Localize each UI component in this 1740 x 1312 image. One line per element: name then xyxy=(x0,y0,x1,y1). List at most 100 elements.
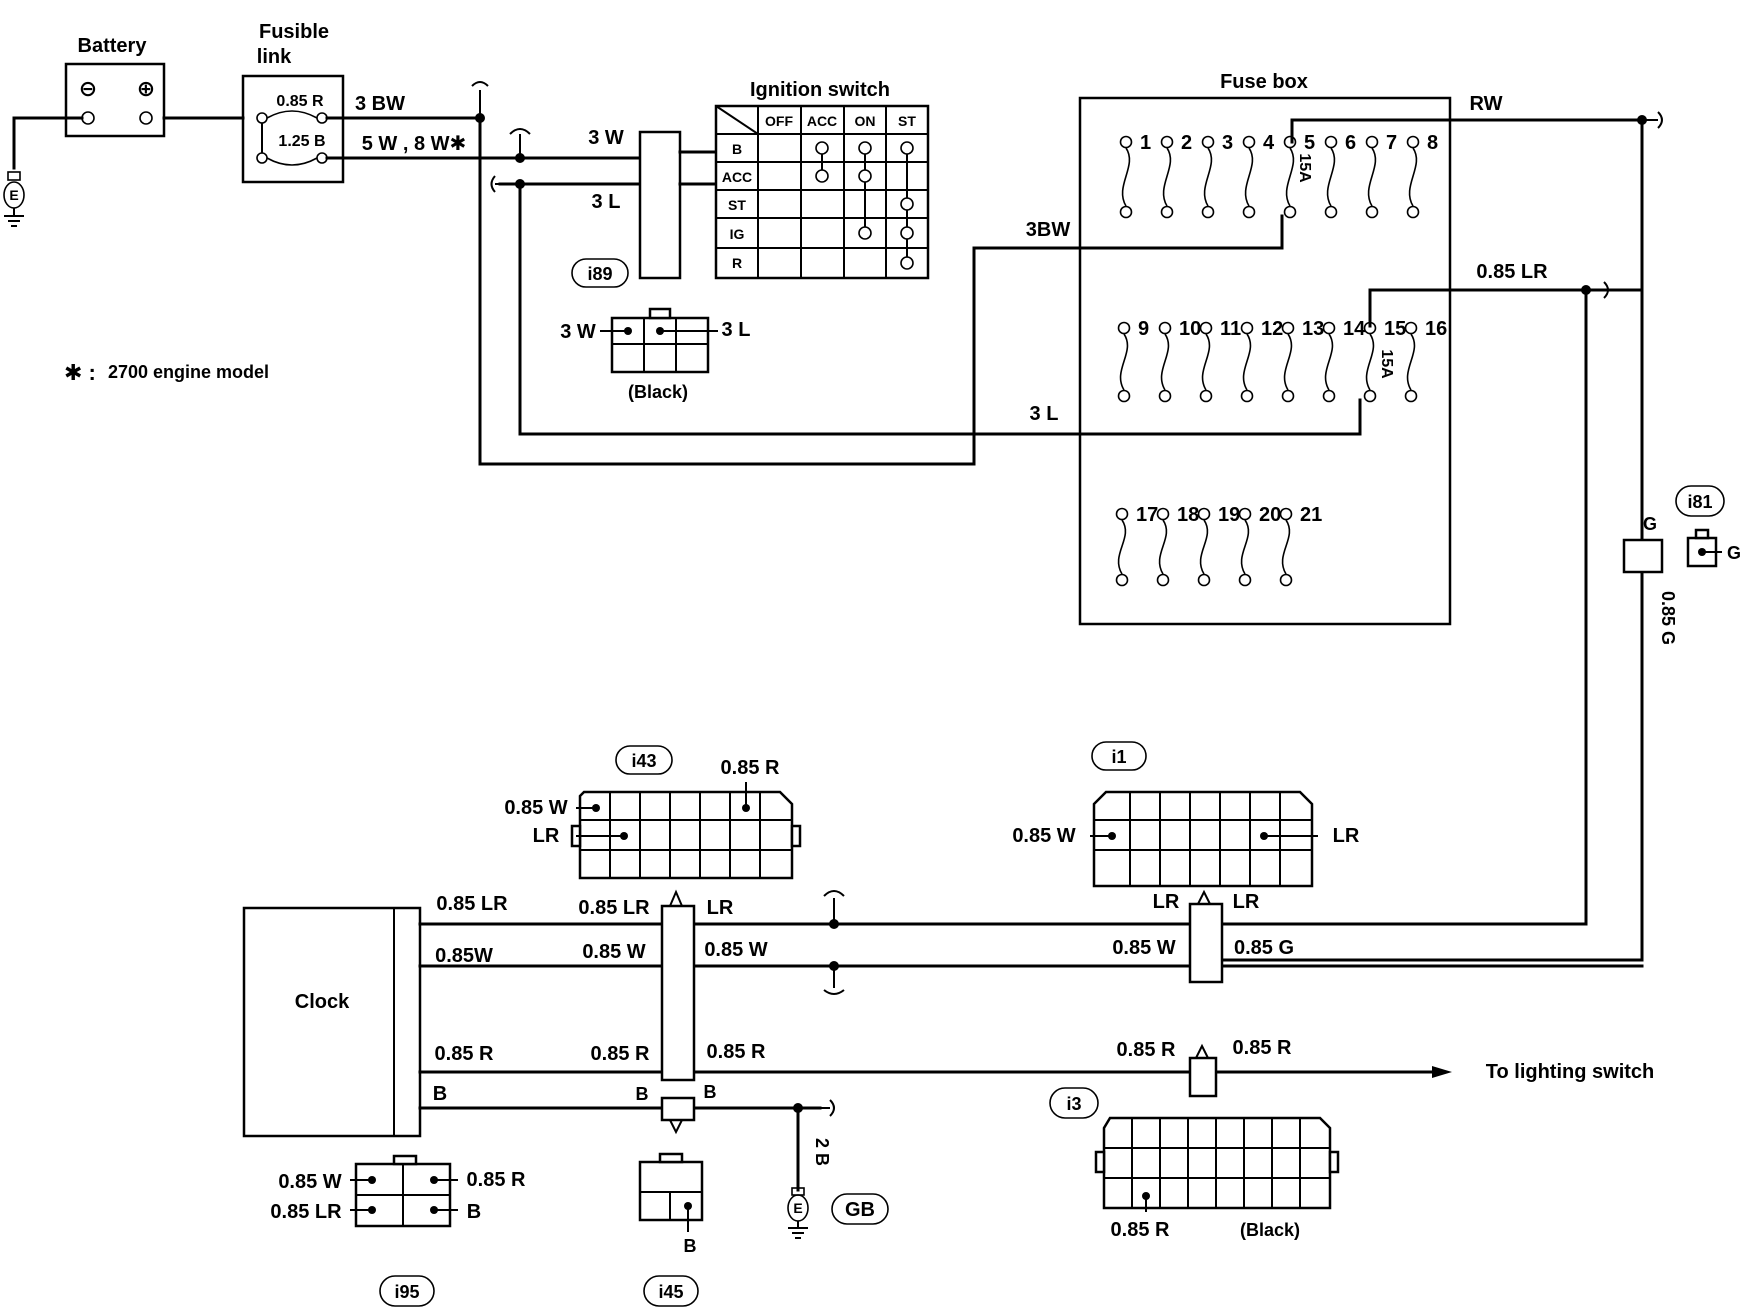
connector-i43-id: i43 xyxy=(631,751,656,771)
to-lighting-switch: To lighting switch xyxy=(1486,1061,1655,1083)
harness-b-b: B xyxy=(704,1082,717,1102)
fuse-17-label: 17 xyxy=(1136,504,1158,526)
ign-row-r: R xyxy=(732,255,742,271)
note-symbol: ✱ : xyxy=(64,360,96,385)
harness-lr-a: 0.85 LR xyxy=(578,897,650,919)
fuse-17: 17 xyxy=(1115,504,1158,587)
ign-row-st: ST xyxy=(728,197,746,213)
fuse-2: 2 xyxy=(1160,132,1192,219)
harness-w-b: 0.85 W xyxy=(704,939,767,961)
fuse-8-label: 8 xyxy=(1427,132,1438,154)
battery-ground: E xyxy=(3,116,84,227)
connector-i1-right: LR xyxy=(1333,825,1360,847)
fuse-10-label: 10 xyxy=(1179,318,1201,340)
connector-i1-left: 0.85 W xyxy=(1012,825,1075,847)
connector-i43-top: 0.85 R xyxy=(721,757,780,779)
battery-minus-icon: ⊖ xyxy=(79,76,97,101)
connector-i81-pin: G xyxy=(1727,543,1740,563)
harness-lr-c: LR xyxy=(1153,891,1180,913)
fuse-14-label: 14 xyxy=(1343,318,1366,340)
connector-i45-pin: B xyxy=(684,1236,697,1256)
fuse-19: 19 xyxy=(1197,504,1240,587)
fuse-15-label: 15 xyxy=(1384,318,1406,340)
fuse-13: 13 xyxy=(1281,318,1324,403)
fuse-20-label: 20 xyxy=(1259,504,1281,526)
clock-pin-b: B xyxy=(433,1083,447,1105)
ign-col-st: ST xyxy=(898,113,916,129)
harness-w-a: 0.85 W xyxy=(582,941,645,963)
fuse-10: 10 xyxy=(1158,318,1201,403)
harness-r-d: 0.85 R xyxy=(1233,1037,1292,1059)
fuse-6: 6 xyxy=(1324,132,1356,219)
fuse-7: 7 xyxy=(1365,132,1397,219)
connector-i95: 0.85 W 0.85 R 0.85 LR B i95 xyxy=(270,1154,526,1307)
connector-i1-id: i1 xyxy=(1111,747,1126,767)
wire-label-5w8w: 5 W , 8 W✱ xyxy=(362,133,467,155)
harness-r-b: 0.85 R xyxy=(707,1041,766,1063)
wire-label-3w: 3 W xyxy=(588,127,624,149)
connector-i81-id: i81 xyxy=(1687,492,1712,512)
wire-label-085g: 0.85 G xyxy=(1658,591,1678,645)
ign-col-acc: ACC xyxy=(807,113,837,129)
fuse-16-label: 16 xyxy=(1425,318,1447,340)
ignition-switch-title: Ignition switch xyxy=(750,79,890,101)
fuse-18-label: 18 xyxy=(1177,504,1199,526)
connector-i95-id: i95 xyxy=(394,1282,419,1302)
battery-title: Battery xyxy=(78,35,148,57)
connector-i89-id: i89 xyxy=(587,264,612,284)
clock: Clock 0.85 LR 0.85W 0.85 R B xyxy=(242,893,508,1138)
fusible-link-title-2: link xyxy=(257,46,292,68)
ground-wire-label: 2 B xyxy=(812,1138,832,1166)
fuse-5-label: 5 xyxy=(1304,132,1315,154)
fuse-21: 21 xyxy=(1279,504,1322,587)
ign-row-b: B xyxy=(732,141,742,157)
battery-ground-letter: E xyxy=(9,187,18,203)
fuse-7-label: 7 xyxy=(1386,132,1397,154)
clock-pin-lr: 0.85 LR xyxy=(436,893,508,915)
ignition-switch: Ignition switch OFF ACC ON ST B ACC ST I… xyxy=(714,79,930,280)
fuse-18: 18 xyxy=(1156,504,1199,587)
harness-b-a: B xyxy=(636,1084,649,1104)
fuse-20: 20 xyxy=(1238,504,1281,587)
fuse-13-label: 13 xyxy=(1302,318,1324,340)
clock-pin-w: 0.85W xyxy=(435,945,493,967)
fuse-2-label: 2 xyxy=(1181,132,1192,154)
clock-title: Clock xyxy=(295,991,350,1013)
fuse-11-label: 11 xyxy=(1220,318,1241,340)
ign-row-acc: ACC xyxy=(722,169,752,185)
connector-i95-bl: 0.85 LR xyxy=(270,1201,342,1223)
connector-i45-id: i45 xyxy=(658,1282,683,1302)
note-text: 2700 engine model xyxy=(108,362,269,382)
connector-i43-left1: 0.85 W xyxy=(504,797,567,819)
fuse-11: 11 xyxy=(1199,318,1241,403)
wire-label-g: G xyxy=(1643,514,1657,534)
fusible-link-title-1: Fusible xyxy=(259,21,329,43)
battery: Battery ⊖ ⊕ xyxy=(64,35,166,138)
connector-i3: i3 0.85 R (Black) xyxy=(1049,1087,1340,1241)
harness-r-c: 0.85 R xyxy=(1117,1039,1176,1061)
fuse-14: 14 xyxy=(1322,318,1366,403)
fuse-3: 3 xyxy=(1201,132,1233,219)
fuse-1: 1 xyxy=(1119,132,1151,219)
connector-i89-left: 3 W xyxy=(560,321,596,343)
fuse-19-label: 19 xyxy=(1218,504,1240,526)
ign-col-off: OFF xyxy=(765,113,793,129)
harness-r-a: 0.85 R xyxy=(591,1043,650,1065)
fuse-1-label: 1 xyxy=(1140,132,1151,154)
fuse-21-label: 21 xyxy=(1300,504,1322,526)
connector-i1: i1 0.85 W LR xyxy=(1012,741,1360,888)
wire-label-3bw-fuse: 3BW xyxy=(1026,219,1071,241)
wire-label-3l-fuse: 3 L xyxy=(1030,403,1059,425)
connector-i3-color: (Black) xyxy=(1240,1220,1300,1240)
fuse-9-label: 9 xyxy=(1138,318,1149,340)
connector-i89-color: (Black) xyxy=(628,382,688,402)
harness-lr-b: LR xyxy=(707,897,734,919)
wire-label-rw: RW xyxy=(1470,93,1503,115)
fuse-9: 9 xyxy=(1117,318,1149,403)
connector-i95-br: B xyxy=(467,1201,481,1223)
